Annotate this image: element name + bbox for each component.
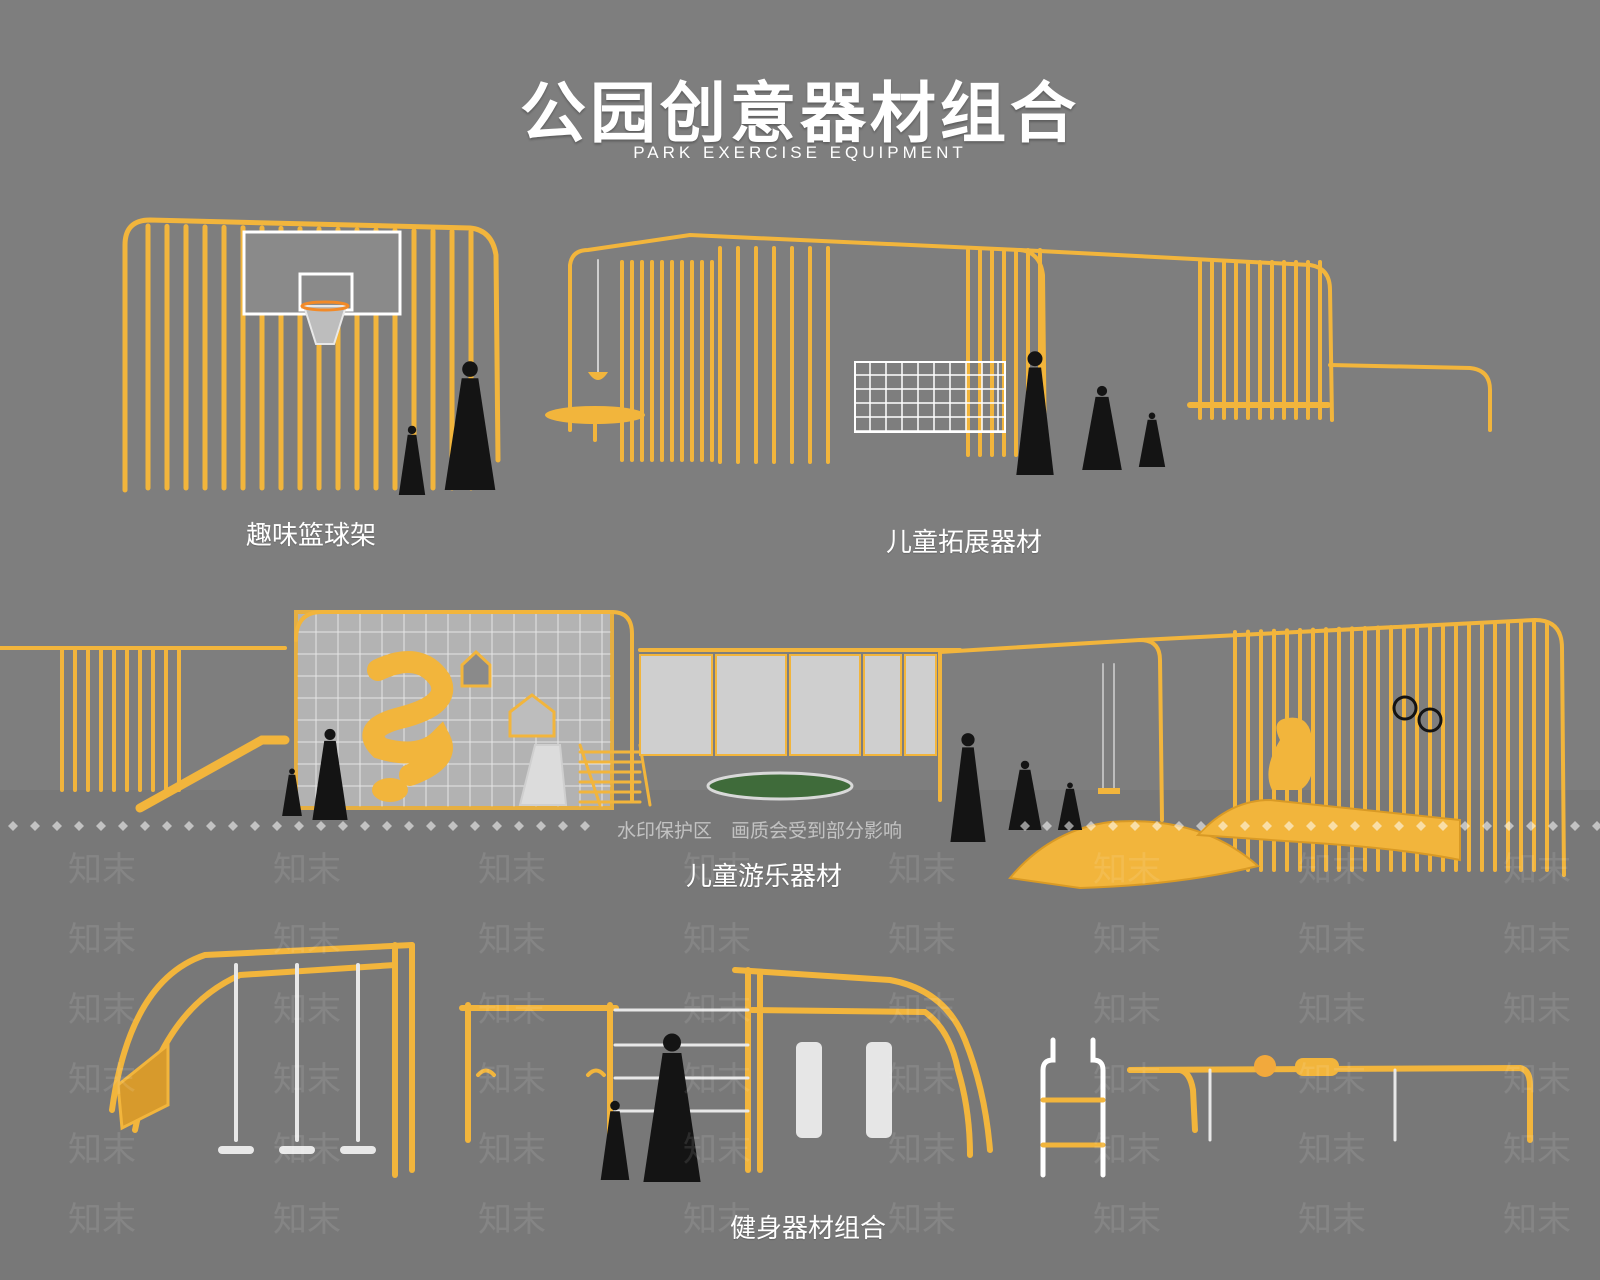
watermark-brand: 知末 — [1093, 990, 1161, 1030]
watermark-brand: 知末 — [1503, 1060, 1571, 1100]
watermark-brand: 知末 — [1093, 850, 1161, 890]
watermark-brand: 知末 — [683, 850, 751, 890]
watermark-brand: 知末 — [888, 1130, 956, 1170]
watermark-brand: 知末 — [68, 850, 136, 890]
page-title: 公园创意器材组合 — [520, 75, 1080, 152]
watermark-brand: 知末 — [888, 990, 956, 1030]
watermark-brand: 知末 — [478, 850, 546, 890]
watermark-brand: 知末 — [273, 1130, 341, 1170]
watermark-brand: 知末 — [478, 1130, 546, 1170]
basketball-frame — [122, 217, 501, 493]
watermark-brand: 知末 — [888, 1060, 956, 1100]
watermark-brand: 知末 — [1093, 1130, 1161, 1170]
watermark-brand: 知末 — [888, 1200, 956, 1240]
section-label-kids-playground: 儿童游乐器材 — [686, 862, 843, 892]
watermark-brand: 知末 — [68, 920, 136, 960]
watermark-brand: 知末 — [1093, 1060, 1161, 1100]
section-label-kids-expansion: 儿童拓展器材 — [886, 528, 1043, 558]
watermark-brand: 知末 — [68, 1060, 136, 1100]
kids-expansion-frame — [545, 232, 1492, 464]
watermark-brand: 知末 — [68, 1130, 136, 1170]
watermark-brand: 知末 — [1503, 1130, 1571, 1170]
fitness-frame — [109, 942, 1533, 1178]
watermark-brand: 知末 — [1093, 920, 1161, 960]
watermark-brand: 知末 — [683, 990, 751, 1030]
watermark-brand: 知末 — [1503, 850, 1571, 890]
section-label-fitness: 健身器材组合 — [730, 1214, 887, 1244]
watermark-brand: 知末 — [683, 1130, 751, 1170]
watermark-brand: 知末 — [888, 850, 956, 890]
page-subtitle: PARK EXERCISE EQUIPMENT — [633, 143, 967, 162]
watermark-brand: 知末 — [888, 920, 956, 960]
watermark-brand: 知末 — [273, 1060, 341, 1100]
watermark-brand: 知末 — [478, 1200, 546, 1240]
watermark-brand: 知末 — [273, 850, 341, 890]
people-silhouettes — [282, 351, 1166, 1182]
watermark-brand: 知末 — [68, 1200, 136, 1240]
watermark-brand: 知末 — [683, 920, 751, 960]
watermark-brand: 知末 — [1298, 1060, 1366, 1100]
watermark-notice: 水印保护区 画质会受到部分影响 — [617, 820, 903, 842]
section-label-basketball: 趣味篮球架 — [246, 521, 377, 551]
watermark-brand: 知末 — [1093, 1200, 1161, 1240]
playground-frame — [0, 610, 1566, 890]
watermark-brand: 知末 — [1503, 920, 1571, 960]
watermark-brand: 知末 — [683, 1200, 751, 1240]
watermark-brand: 知末 — [273, 1200, 341, 1240]
watermark-brand: 知末 — [1298, 1200, 1366, 1240]
watermark-brand: 知末 — [1298, 850, 1366, 890]
watermark-brand: 知末 — [478, 990, 546, 1030]
watermark-brand: 知末 — [1503, 990, 1571, 1030]
watermark-brand: 知末 — [273, 990, 341, 1030]
watermark-brand: 知末 — [273, 920, 341, 960]
watermark-brand: 知末 — [683, 1060, 751, 1100]
watermark-brand: 知末 — [1503, 1200, 1571, 1240]
watermark-brand: 知末 — [1298, 990, 1366, 1030]
watermark-brand: 知末 — [1298, 920, 1366, 960]
watermark-brand: 知末 — [68, 990, 136, 1030]
watermark-brand: 知末 — [1298, 1130, 1366, 1170]
watermark-brand: 知末 — [478, 920, 546, 960]
watermark-brand: 知末 — [478, 1060, 546, 1100]
